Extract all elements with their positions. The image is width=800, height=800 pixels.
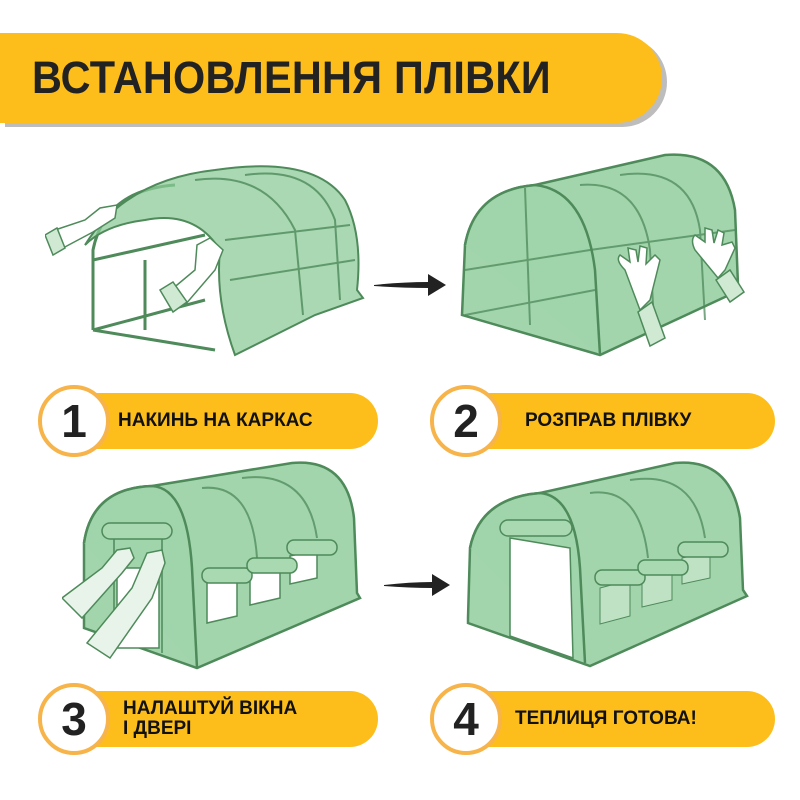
step-label: НАЛАШТУЙ ВІКНА І ДВЕРІ <box>123 698 298 739</box>
illustration-step-3 <box>62 461 362 670</box>
step-number-circle: 3 <box>38 683 110 755</box>
illustration-step-2 <box>460 153 746 357</box>
illustration-step-4 <box>466 461 749 668</box>
step-label: РОЗПРАВ ПЛІВКУ <box>525 410 692 431</box>
step-1: 1 НАКИНЬ НА КАРКАС <box>38 385 378 457</box>
step-label-pill: НАКИНЬ НА КАРКАС <box>78 393 378 449</box>
step-number: 4 <box>453 693 479 745</box>
step-2: 2 РОЗПРАВ ПЛІВКУ <box>430 385 775 457</box>
step-3: 3 НАЛАШТУЙ ВІКНА І ДВЕРІ <box>38 683 383 755</box>
step-4: 4 ТЕПЛИЦЯ ГОТОВА! <box>430 683 775 755</box>
step-number-circle: 1 <box>38 385 110 457</box>
step-label-pill: РОЗПРАВ ПЛІВКУ <box>470 393 775 449</box>
illustration-step-1 <box>45 165 365 357</box>
step-number: 3 <box>61 693 87 745</box>
arrow-right-icon <box>384 574 450 596</box>
arrow-right-icon <box>374 274 446 296</box>
step-label: НАКИНЬ НА КАРКАС <box>118 410 313 431</box>
step-label: ТЕПЛИЦЯ ГОТОВА! <box>515 708 697 729</box>
step-number-circle: 4 <box>430 683 502 755</box>
step-number: 2 <box>453 395 479 447</box>
step-label-pill: ТЕПЛИЦЯ ГОТОВА! <box>470 691 775 747</box>
page-title: ВСТАНОВЛЕННЯ ПЛІВКИ <box>32 52 551 103</box>
header-banner: ВСТАНОВЛЕННЯ ПЛІВКИ <box>0 33 662 123</box>
step-label-pill: НАЛАШТУЙ ВІКНА І ДВЕРІ <box>78 691 378 747</box>
step-number-circle: 2 <box>430 385 502 457</box>
step-number: 1 <box>61 395 87 447</box>
